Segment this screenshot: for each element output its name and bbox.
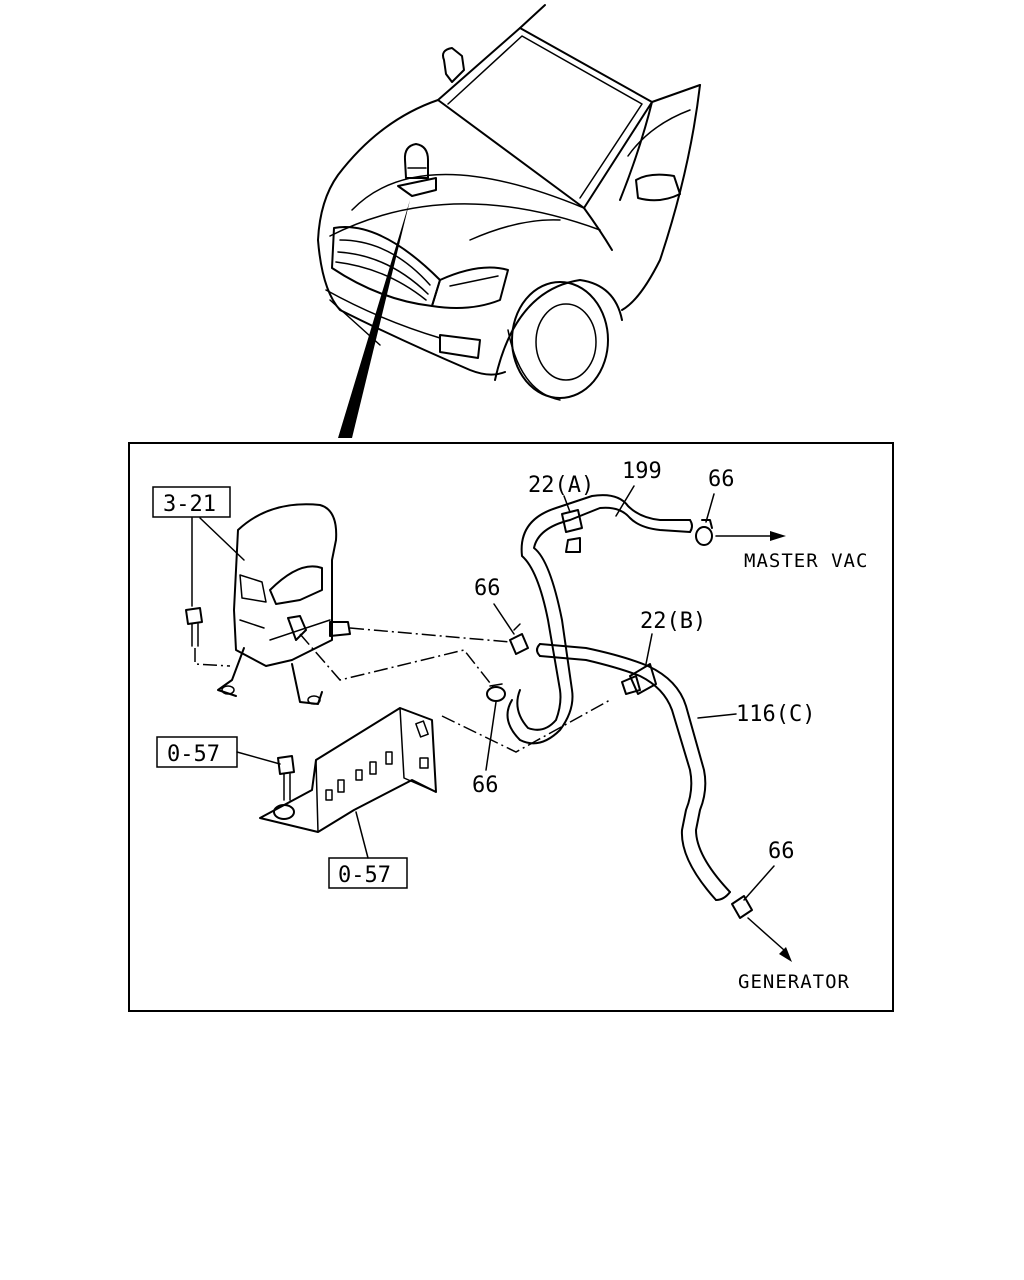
- ref-box-3-21: [152, 486, 231, 518]
- label-generator: GENERATOR: [738, 971, 850, 993]
- label-clip-22a: 22(A): [528, 473, 594, 498]
- label-clamp-66-low: 66: [472, 773, 499, 798]
- label-clip-22b: 22(B): [640, 609, 706, 634]
- ref-box-0-57-bolt: [156, 736, 238, 768]
- ref-label-0-57-bracket: 0-57: [338, 863, 391, 888]
- pump-bolt: [185, 607, 203, 647]
- label-clamp-66-mid: 66: [474, 576, 501, 601]
- ref-label-3-21: 3-21: [163, 492, 216, 517]
- bracket-bolt: [273, 755, 295, 820]
- clip-22a: [561, 509, 583, 553]
- clamp-66-low: [486, 683, 506, 702]
- hose-116c: [536, 643, 731, 901]
- label-clamp-66-gen: 66: [768, 839, 795, 864]
- label-hose-116c: 116(C): [736, 702, 815, 727]
- clamp-66-mid: [509, 623, 529, 655]
- label-clamp-66-top: 66: [708, 467, 735, 492]
- ref-label-0-57-bolt: 0-57: [167, 742, 220, 767]
- vehicle-illustration: [317, 4, 701, 401]
- label-hose-199: 199: [622, 459, 662, 484]
- clip-22b: [621, 663, 657, 695]
- arrow-generator: [779, 947, 792, 962]
- hose-199: [506, 494, 693, 745]
- clamp-66-top: [695, 519, 713, 546]
- clamp-66-gen: [731, 895, 753, 919]
- arrow-master-vac: [770, 531, 786, 541]
- detail-frame: [128, 442, 894, 1012]
- vacuum-pump-location-icon: [397, 143, 437, 197]
- vacuum-pump: [217, 503, 351, 705]
- detail-leader: [338, 200, 410, 438]
- mounting-bracket: [259, 707, 437, 833]
- label-master-vac: MASTER VAC: [744, 550, 868, 572]
- ref-box-0-57-bracket: [328, 857, 408, 889]
